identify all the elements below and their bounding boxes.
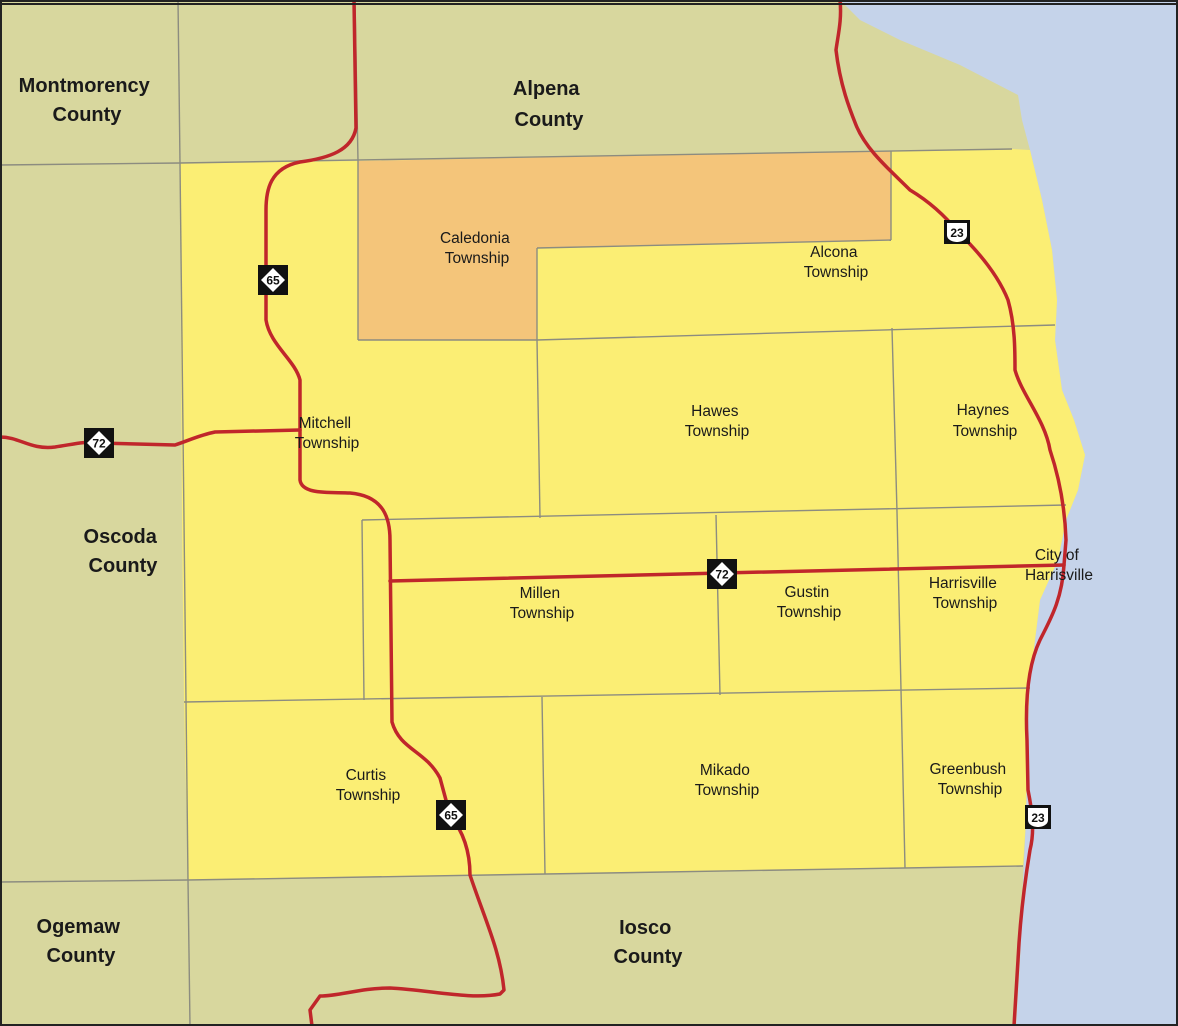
- township-label-mitchell: Mitchell Township: [295, 415, 360, 452]
- township-label-alcona: Alcona Township: [804, 244, 869, 281]
- township-label-mikado: Mikado Township: [695, 762, 760, 799]
- highway-shield-us23-south: 23: [1025, 805, 1051, 829]
- svg-text:23: 23: [1031, 811, 1045, 825]
- township-label-gustin: Gustin Township: [777, 584, 842, 621]
- svg-text:65: 65: [444, 809, 458, 823]
- township-label-haynes: Haynes Township: [953, 402, 1018, 440]
- highway-shield-m72-east: 72: [707, 559, 737, 589]
- highway-shield-m65-north: 65: [258, 265, 288, 295]
- svg-text:23: 23: [950, 226, 964, 240]
- svg-text:72: 72: [715, 568, 729, 582]
- township-label-harrisville: Harrisville Township: [929, 575, 1001, 612]
- highway-shield-m72-west: 72: [84, 428, 114, 458]
- county-label-ogemaw: Ogemaw County: [37, 916, 126, 967]
- township-label-curtis: Curtis Township: [336, 767, 401, 804]
- county-label-iosco: Iosco County: [614, 917, 684, 968]
- highway-shield-m65-south: 65: [436, 800, 466, 830]
- county-label-montmorency: Montmorency County: [19, 75, 156, 126]
- lake-huron-water: [840, 0, 1178, 1026]
- township-label-hawes: Hawes Township: [685, 403, 750, 440]
- township-label-caledonia: Caledonia Township: [440, 230, 514, 267]
- svg-text:65: 65: [266, 274, 280, 288]
- highway-shield-us23-north: 23: [944, 220, 970, 244]
- township-label-greenbush: Greenbush Township: [929, 761, 1010, 798]
- road-us23: [834, 0, 1068, 1026]
- road-m72: [0, 428, 302, 450]
- city-label-harrisville: City of Harrisville: [1025, 547, 1093, 584]
- county-label-alpena: Alpena County: [513, 78, 585, 131]
- svg-text:72: 72: [92, 437, 106, 451]
- road-m65: [264, 0, 506, 1026]
- county-label-oscoda: Oscoda County: [84, 526, 163, 577]
- township-label-millen: Millen Township: [510, 585, 575, 622]
